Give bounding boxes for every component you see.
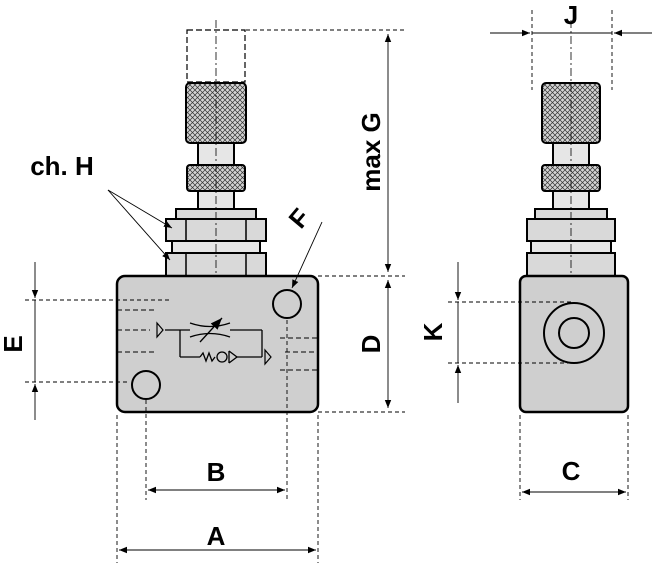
flow-control-symbol: [165, 317, 263, 364]
port-out-triangle: [264, 348, 272, 366]
dim-label-c: C: [562, 456, 581, 486]
dim-label-a: A: [207, 521, 226, 551]
mounting-hole-lower: [131, 370, 161, 400]
hidden-port-lines: [117, 309, 318, 371]
dimension-lines: [25, 29, 405, 563]
dim-label-e: E: [0, 335, 28, 352]
mounting-hole-upper: [272, 289, 302, 319]
front-view: [115, 20, 320, 414]
dim-label-b: B: [207, 457, 226, 487]
dim-label-j: J: [564, 0, 578, 30]
valve-body-front: [115, 274, 320, 414]
dim-label-f: F: [283, 202, 316, 233]
dim-label-d: D: [356, 335, 386, 354]
side-view: [518, 20, 630, 414]
side-port-inner: [558, 317, 590, 349]
side-dimension-lines: [448, 10, 652, 500]
dim-label-g: max G: [356, 112, 386, 192]
dim-label-h: ch. H: [30, 151, 94, 181]
port-in-triangle: [156, 321, 164, 339]
dim-label-k: K: [418, 322, 448, 341]
